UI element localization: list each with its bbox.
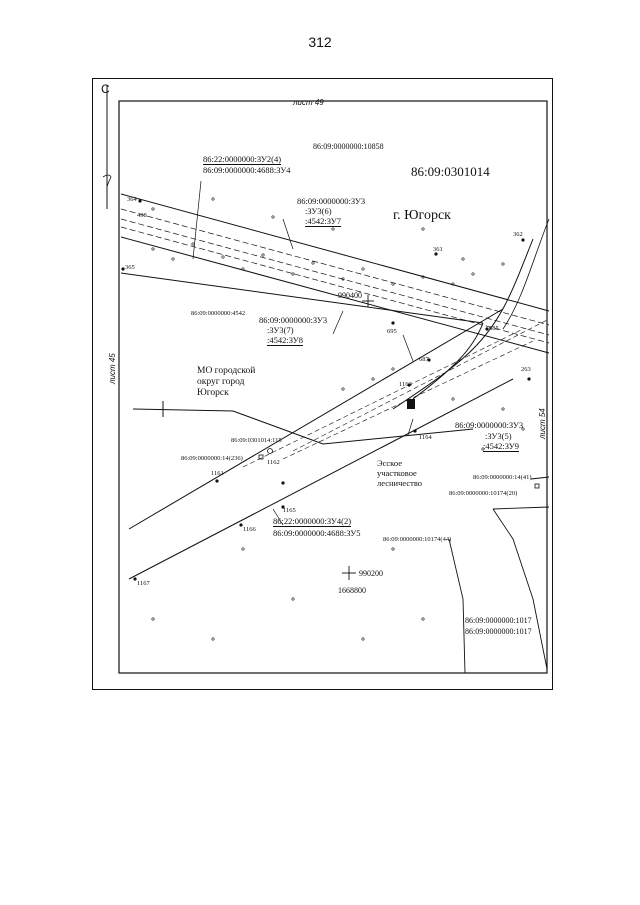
zu3-5-line3: :4542:ЗУ9 — [483, 441, 520, 452]
zu4-2-line2: 86:09:0000000:4688:ЗУ5 — [273, 528, 361, 538]
parcel-14-236: 86:09:0000000:14(236) — [181, 455, 243, 462]
point-685: 685 — [489, 325, 499, 332]
sheet-ref-top: лист 49 — [293, 98, 324, 107]
point-263: 263 — [521, 366, 531, 373]
vegetation-symbols — [151, 197, 525, 641]
point-1167: 1167 — [137, 580, 150, 587]
structure-marker — [407, 399, 415, 409]
zu3-5-line1: 86:09:0000000:ЗУ3 — [455, 420, 524, 430]
zu3-6-line3: :4542:ЗУ7 — [305, 216, 342, 227]
point-364: 364 — [127, 196, 137, 203]
point-361: 361 — [433, 246, 443, 253]
forest-label-line3: лесничество — [377, 478, 423, 488]
mo-label-line2: округ город — [197, 377, 245, 387]
zu3-6-line1: 86:09:0000000:ЗУ3 — [297, 196, 366, 206]
point-695: 695 — [387, 328, 397, 335]
cadastral-map-drawing — [102, 85, 550, 674]
zu3-5-line2: :ЗУ3(5) — [485, 431, 512, 441]
forest-label-line1: Эсское — [377, 458, 402, 468]
point-1162: 1162 — [267, 459, 280, 466]
parcel-1017-b: 86:09:0000000:1017 — [465, 627, 532, 636]
point-1165: 1165 — [283, 507, 296, 514]
road-corridor — [120, 193, 550, 354]
quarter-label: 86:09:0301014 — [411, 164, 490, 179]
point-687: 687 — [419, 356, 429, 363]
point-362: 362 — [513, 231, 523, 238]
mo-label-line1: МО городской — [197, 366, 256, 376]
coord-990400: 990400 — [338, 291, 362, 300]
point-1166: 1166 — [243, 526, 256, 533]
point-1164: 1164 — [419, 434, 432, 441]
sheet-ref-right: лист 54 — [538, 408, 547, 439]
zu3-6-line2: :ЗУ3(6) — [305, 206, 332, 216]
coord-990200: 990200 — [359, 569, 383, 578]
zu2-4-line1: 86:22:0000000:ЗУ2(4) — [203, 154, 282, 165]
point-1161: 1161 — [211, 470, 224, 477]
parcel-10858: 86:09:0000000:10858 — [313, 142, 384, 151]
mo-label-line3: Югорск — [197, 388, 229, 398]
coord-1668800: 1668800 — [338, 586, 366, 595]
zu3-7-line3: :4542:ЗУ8 — [267, 335, 304, 346]
zu4-2-line1: 86:22:0000000:ЗУ4(2) — [273, 516, 352, 527]
parcel-115: 86:09:0301014:115 — [231, 437, 282, 444]
page-number: 312 — [308, 34, 332, 50]
map-sheet-frame: лист 49 лист 45 лист 54 С 86:09:0000000:… — [92, 78, 553, 690]
zu3-7-line1: 86:09:0000000:ЗУ3 — [259, 315, 328, 325]
point-365: 365 — [125, 264, 135, 271]
mo-boundary-line — [132, 408, 474, 445]
zu2-4-line2: 86:09:0000000:4688:ЗУ4 — [203, 165, 291, 175]
boundary-points — [121, 199, 531, 581]
parcel-14-41: 86:09:0000000:14(41) — [473, 474, 532, 481]
north-letter: С — [101, 82, 110, 96]
coordinate-crosses — [342, 295, 374, 580]
forest-label-line2: участковое — [377, 468, 417, 478]
city-label: г. Югорск — [393, 208, 451, 223]
point-1163: 1163 — [399, 381, 412, 388]
sheet-ref-left: лист 45 — [108, 353, 117, 384]
parcel-4542: 86:09:0000000:4542 — [191, 310, 246, 317]
parcel-10174-44: 86:09:0000000:10174(44) — [383, 536, 452, 543]
parcel-10174-20: 86:09:0000000:10174(20) — [449, 490, 518, 497]
parcel-1017-a: 86:09:0000000:1017 — [465, 616, 532, 625]
point-498: 498 — [137, 212, 147, 219]
zu3-7-line2: :ЗУ3(7) — [267, 325, 294, 335]
